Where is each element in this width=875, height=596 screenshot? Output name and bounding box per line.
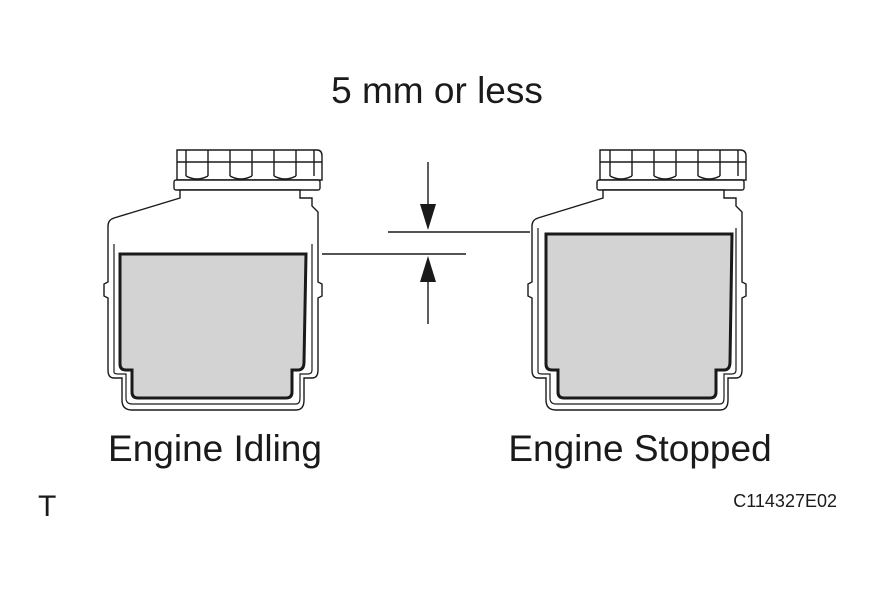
label-engine-stopped: Engine Stopped	[508, 428, 771, 469]
reservoir-engine-idling	[103, 149, 323, 411]
reservoir-inner-wall-right	[537, 228, 737, 405]
reservoir-cap-right	[596, 149, 747, 191]
label-engine-idling: Engine Idling	[108, 428, 322, 469]
corner-mark: T	[38, 490, 56, 523]
reservoir-cap-left	[173, 149, 323, 191]
reservoir-inner-wall-left	[113, 244, 313, 405]
fluid-level-stopped	[544, 232, 734, 400]
reservoir-engine-stopped	[527, 149, 747, 411]
arrow-up-icon	[420, 256, 436, 282]
level-difference-indicator	[322, 162, 530, 324]
fluid-level-idling	[118, 252, 308, 400]
arrow-down-icon	[420, 204, 436, 230]
measurement-label: 5 mm or less	[331, 70, 543, 111]
figure-code: C114327E02	[733, 491, 837, 511]
